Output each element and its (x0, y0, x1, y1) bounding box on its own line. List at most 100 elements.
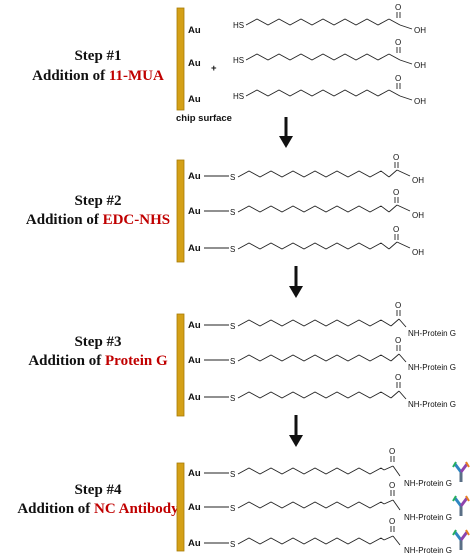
sulfur-label: S (230, 173, 235, 182)
sulfur-label: S (230, 245, 235, 254)
carbonyl-bond (390, 353, 400, 362)
oxygen-label: O (393, 188, 399, 197)
oxygen-label: O (389, 481, 395, 490)
oh-label: OH (414, 26, 426, 35)
sulfur-label: S (230, 540, 235, 549)
amide-bond (398, 390, 407, 400)
antibody-conjugate: Au S O NH-Protein G (188, 517, 470, 555)
mua-molecule: HS O OH (233, 38, 426, 70)
alkyl-chain (237, 501, 385, 509)
antibody-icon (452, 529, 470, 550)
au-label: Au (188, 320, 201, 331)
amide-bond (398, 318, 407, 328)
alkyl-chain (237, 170, 390, 178)
step-2-reagent: EDC-NHS (103, 212, 171, 228)
step-1-panel: Au Au Au + chip surface HS O OH HS O OH … (176, 3, 426, 124)
amide-bond (392, 535, 401, 546)
au-label: Au (188, 355, 201, 366)
step-3-reagent: Protein G (105, 353, 168, 369)
sulfur-label: S (230, 394, 235, 403)
oh-label: OH (412, 176, 424, 185)
alkyl-chain (237, 242, 390, 250)
step-2-prefix: Addition of (26, 212, 103, 228)
oh-label: OH (412, 211, 424, 220)
step-2-title: Step #2 Addition of EDC-NHS (26, 193, 170, 228)
carbonyl-bond (390, 390, 400, 399)
hydroxyl-bond (396, 169, 411, 177)
au-label: Au (188, 58, 201, 69)
oxygen-label: O (395, 74, 401, 83)
antibody-icon (452, 461, 470, 482)
carbonyl-bond (388, 241, 398, 250)
gold-chip-surface (176, 7, 185, 111)
step-4-prefix: Addition of (17, 501, 94, 517)
sulfur-label: S (230, 470, 235, 479)
gold-chip-surface (176, 313, 185, 417)
step-1-prefix: Addition of (32, 68, 109, 84)
oxygen-label: O (393, 225, 399, 234)
mua-molecule: HS O OH (233, 74, 426, 106)
protein-g-conjugate: Au S O NH-Protein G (188, 373, 456, 409)
sam-molecule: Au S O OH (188, 153, 424, 185)
hydroxyl-bond (399, 59, 413, 65)
sulfur-label: S (230, 357, 235, 366)
sulfur-label: S (230, 504, 235, 513)
oxygen-label: O (395, 301, 401, 310)
nh-protein-g-label: NH-Protein G (408, 400, 456, 409)
nh-protein-g-label: NH-Protein G (404, 513, 452, 522)
nh-protein-g-label: NH-Protein G (404, 546, 452, 555)
antibody-conjugate: Au S O NH-Protein G (188, 481, 470, 522)
plus-icon: + (211, 63, 217, 74)
mua-molecule: HS O OH (233, 3, 426, 35)
carbonyl-bond (388, 53, 401, 61)
amide-bond (392, 465, 401, 477)
step-1-title: Step #1 Addition of 11-MUA (32, 48, 164, 84)
nh-protein-g-label: NH-Protein G (408, 329, 456, 338)
au-label: Au (188, 502, 201, 513)
carbonyl-bond (383, 499, 394, 505)
sulfur-label: S (230, 322, 235, 331)
alkyl-chain (237, 354, 392, 362)
oxygen-label: O (389, 517, 395, 526)
step-2-number: Step #2 (74, 193, 121, 209)
au-label: Au (188, 392, 201, 403)
alkyl-chain (245, 89, 390, 97)
oxygen-label: O (395, 336, 401, 345)
au-label: Au (188, 468, 201, 479)
gold-chip-surface (176, 159, 185, 263)
svg-text:Addition of 11-MUA: Addition of 11-MUA (32, 68, 164, 84)
down-arrow-icon (289, 266, 303, 298)
amide-bond (398, 353, 407, 363)
carbonyl-bond (383, 465, 394, 471)
au-label: Au (188, 538, 201, 549)
sulfur-label: S (230, 208, 235, 217)
sam-molecule: Au S O OH (188, 188, 424, 220)
step-3-panel: Au S O NH-Protein G Au S O NH-Protein G … (176, 301, 456, 417)
step-1-reagent: 11-MUA (109, 68, 164, 84)
protein-g-conjugate: Au S O NH-Protein G (188, 336, 456, 372)
hs-label: HS (233, 21, 244, 30)
step-3-prefix: Addition of (28, 353, 105, 369)
alkyl-chain (245, 18, 390, 26)
gold-chip-surface (176, 462, 185, 552)
down-arrow-icon (279, 117, 293, 148)
carbonyl-bond (390, 318, 400, 327)
carbonyl-bond (388, 89, 401, 97)
alkyl-chain (237, 319, 392, 327)
oh-label: OH (414, 61, 426, 70)
carbonyl-bond (383, 535, 394, 541)
oxygen-label: O (389, 447, 395, 456)
alkyl-chain (237, 467, 385, 475)
au-label: Au (188, 243, 201, 254)
nh-protein-g-label: NH-Protein G (408, 363, 456, 372)
hs-label: HS (233, 56, 244, 65)
step-4-panel: Au S O NH-Protein G Au S (176, 447, 470, 555)
hydroxyl-bond (399, 24, 413, 30)
down-arrow-icon (289, 415, 303, 447)
step-3-title: Step #3 Addition of Protein G (28, 334, 168, 369)
step-1-number: Step #1 (74, 48, 121, 64)
carbonyl-bond (388, 204, 398, 213)
au-label: Au (188, 206, 201, 217)
